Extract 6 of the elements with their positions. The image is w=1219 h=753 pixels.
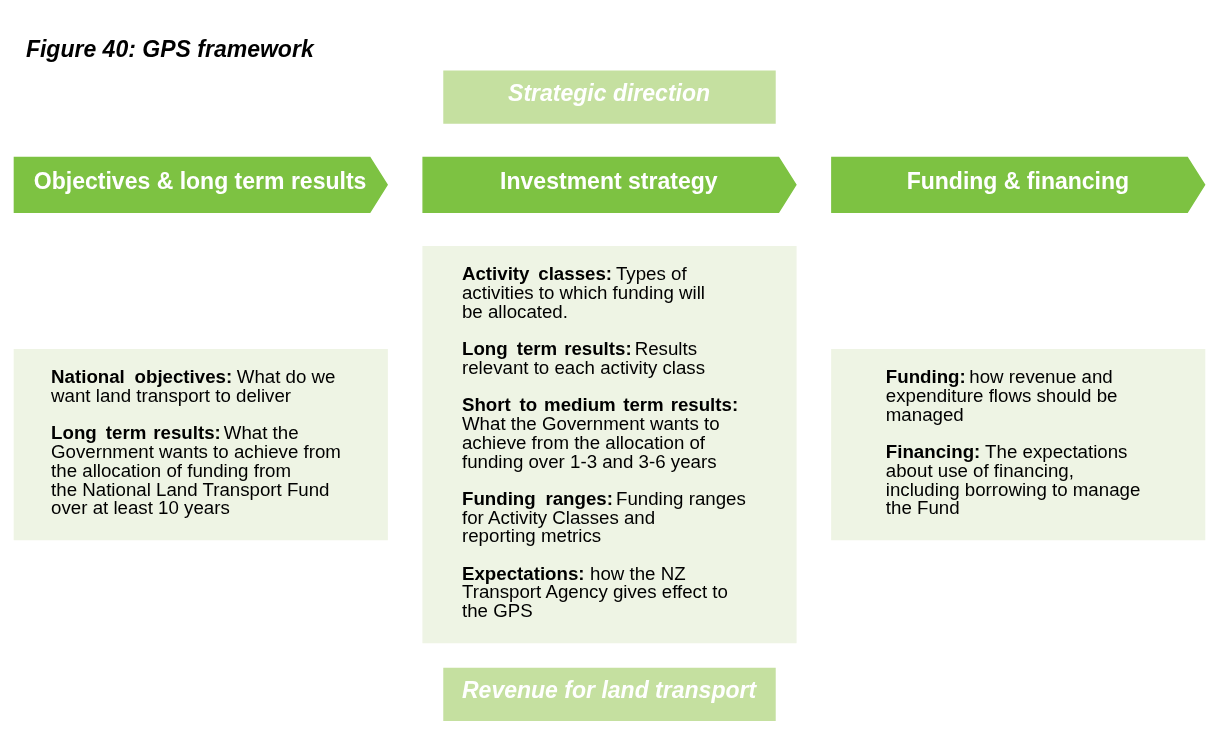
node-box: National objectives: What do we want land transport to deliver Long term results: What the Government wants to achieve from the allocation of funding from the National Land Transport Fund over at least 10 years <box>13 348 388 540</box>
node-box: Funding: how revenue and expenditure flows should be managed Financing: The expectations about use of financing, including borrowing to manage the Fund <box>831 348 1206 540</box>
node-box: Strategic direction <box>443 69 776 124</box>
diagram-title: Figure 40: GPS framework <box>25 35 314 61</box>
node-box: Activity classes: Types of activities to which funding will be allocated. Long term results: Results relevant to each activity class Short to medium term results: What the Government wants to achieve from the allocation of funding over 1-3 and 3-6 years Funding ranges: Funding ranges for Activity Classes and reporting metrics Expectations: how the NZ Transport Agency gives effect to the GPS <box>422 245 797 643</box>
node-box: Revenue for land transport <box>443 667 776 721</box>
